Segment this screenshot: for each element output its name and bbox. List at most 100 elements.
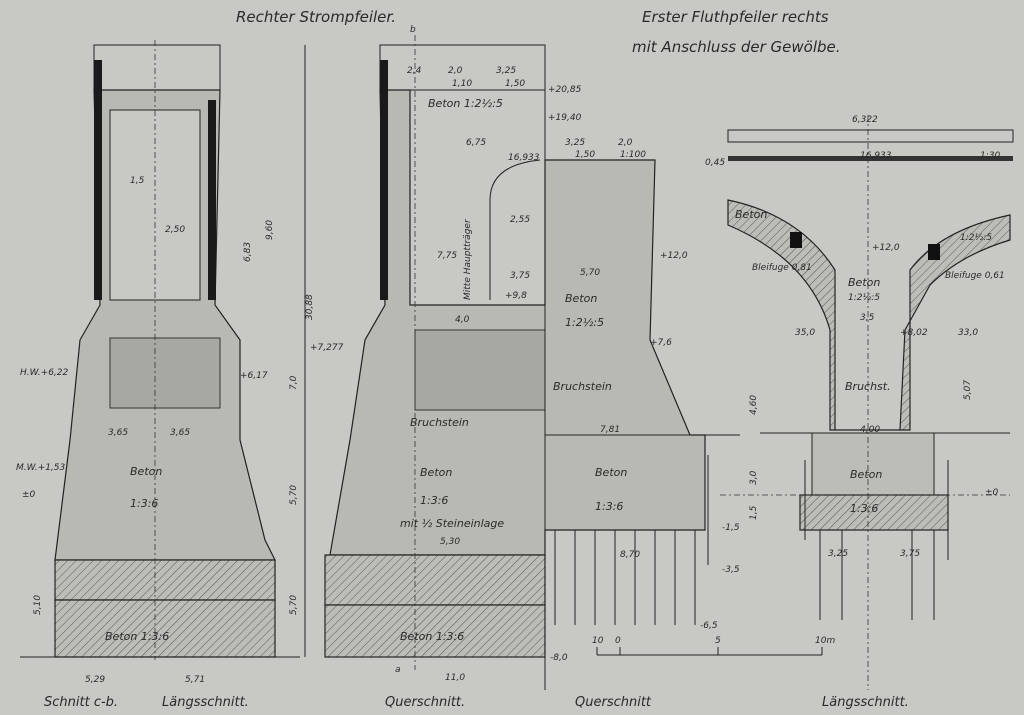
pier3-bleifuge-right: Bleifuge 0,61: [945, 271, 1005, 281]
pier1-dim-571: 5,71: [185, 675, 205, 685]
pier1-dim-570b: 5,70: [289, 595, 299, 615]
pier2-dim-460: 4,60: [749, 395, 759, 415]
pier2-section-mark-b: b: [410, 25, 416, 35]
pier2-dim-24: 2,4: [407, 66, 422, 76]
pier1-level-7277: +7,277: [310, 343, 344, 353]
pier3-dim-35: 3,5: [860, 313, 875, 323]
pier1-label-beton-base: Beton 1:3:6: [105, 630, 169, 643]
pier3-level-120: +12,0: [872, 243, 900, 253]
caption-laengsschnitt-1: Längsschnitt.: [162, 695, 249, 710]
pier1-dim-529: 5,29: [85, 675, 105, 685]
pier2-dim-530: 5,30: [440, 537, 460, 547]
pier2-bruchstein-2: Bruchstein: [553, 380, 612, 393]
pier2-dim-870: 8,70: [620, 550, 640, 560]
pier3-dim-330: 33,0: [958, 328, 978, 338]
pier3-deck: [727, 129, 1014, 143]
pier1-dim-365b: 3,65: [170, 428, 190, 438]
pier1-dim-960: 9,60: [265, 220, 275, 240]
title-erster-fluthpfeiler: Erster Fluthpfeiler rechts: [642, 8, 829, 26]
pier2-mitte-haupttraeger: Mitte Hauptträger: [463, 218, 473, 300]
pier1-label-beton-mix: 1:3:6: [130, 497, 158, 510]
pier1-hw: H.W.+6,22: [20, 368, 69, 378]
title-anschluss-gewoelbe: mit Anschluss der Gewölbe.: [632, 38, 841, 56]
pier-1-laengsschnitt: [20, 40, 306, 660]
pier2-dim-325b: 3,25: [565, 138, 585, 148]
scale-5: 5: [715, 636, 721, 646]
pier3-beton-arch-right: 1:2½:5: [960, 233, 992, 243]
pier2-dim-375: 3,75: [510, 271, 530, 281]
pier3-dim-507: 5,07: [963, 380, 973, 400]
pier3-beton-arch: Beton: [735, 208, 767, 221]
scale-10m: 10m: [815, 636, 835, 646]
pier3-dim-16933: 16,933: [860, 151, 892, 161]
pier1-mw: M.W.+1,53: [16, 463, 66, 473]
pier2-dim-150: 1,50: [505, 79, 525, 89]
scale-0: 0: [615, 636, 621, 646]
pier2-dim-255: 2,55: [510, 215, 530, 225]
pier2-beton-mid-mix: 1:2½:5: [565, 316, 604, 329]
pier1-level-617: +6,17: [240, 371, 268, 381]
pier2-level-m80: -8,0: [550, 653, 568, 663]
pier2-level-m35: -3,5: [722, 565, 740, 575]
pier2-dim-325: 3,25: [496, 66, 516, 76]
pier3-bleifuge-right-joint: [928, 244, 940, 260]
pier3-dim-350: 35,0: [795, 328, 815, 338]
pier2-level-2085: +20,85: [548, 85, 582, 95]
pier1-dim-510: 5,10: [33, 595, 43, 615]
pier2-dim-775: 7,75: [437, 251, 457, 261]
pier2-truss: [324, 554, 546, 606]
title-rechter-strompfeiler: Rechter Strompfeiler.: [236, 8, 396, 26]
pier2-dim-110w: 11,0: [445, 673, 465, 683]
pier3-bruchst: Bruchst.: [845, 380, 891, 393]
pier2-level-120: +12,0: [660, 251, 688, 261]
pier3-dim-045: 0,45: [705, 158, 725, 168]
pier3-level-802: +8,02: [900, 328, 928, 338]
pier2-dim-150b: 1,50: [575, 150, 595, 160]
scale-10: 10: [592, 636, 604, 646]
pier3-bleifuge-left-joint: [790, 232, 802, 248]
pier2-beton-top: Beton 1:2½:5: [428, 97, 503, 110]
pier2-bruchstein-1: Bruchstein: [410, 416, 469, 429]
pier-2-querschnitt: [324, 35, 740, 690]
caption-querschnitt-2: Querschnitt: [575, 695, 652, 710]
caption-querschnitt-1: Querschnitt.: [385, 695, 465, 710]
scale-bar: [596, 647, 823, 656]
pier1-dim-70: 7,0: [289, 375, 299, 390]
pier2-dim-781: 7,81: [600, 425, 620, 435]
pier2-beton-low-mix-2: 1:3:6: [595, 500, 623, 513]
pier3-dim-375: 3,75: [900, 549, 920, 559]
caption-schnitt-cb: Schnitt c-b.: [44, 695, 118, 710]
pier1-stonework: [109, 337, 221, 409]
pier1-dim-570a: 5,70: [289, 485, 299, 505]
pier2-ratio-100: 1:100: [620, 150, 646, 160]
pier2-dim-570: 5,70: [580, 268, 600, 278]
pier2-beton-base: Beton 1:3:6: [400, 630, 464, 643]
pier2-dim-110: 1,10: [452, 79, 472, 89]
pier2-beton-mid: Beton: [565, 292, 597, 305]
pier1-cap: [93, 44, 221, 91]
pier3-deck-slab: [728, 156, 1013, 161]
pier1-dim-683: 6,83: [243, 242, 253, 262]
pier3-beton-core: Beton: [848, 276, 880, 289]
pier1-dim-15: 1,5: [130, 176, 145, 186]
pier2-level-m65: -6,5: [700, 621, 718, 631]
pier2-dim-675: 6,75: [466, 138, 486, 148]
pier3-base-upper: [811, 432, 935, 496]
pier1-dim-3088: 30,88: [305, 294, 315, 320]
pier2-dim-15: 1,5: [749, 505, 759, 520]
pier3-base-lower: [799, 494, 949, 531]
pier2-arch: [489, 159, 541, 300]
pier2-beton-low-mix-1: 1:3:6: [420, 494, 448, 507]
pier2-dim-20b: 2,0: [618, 138, 633, 148]
pier2-dim-20: 2,0: [448, 66, 463, 76]
pier3-beton-base: Beton: [850, 468, 882, 481]
pier2-section-mark-a: a: [395, 665, 401, 675]
pier2-steineinlage: mit ½ Steineinlage: [400, 517, 504, 530]
pier1-zero: ±0: [22, 490, 36, 500]
pier1-truss: [54, 559, 276, 601]
pier3-bleifuge-left: Bleifuge 0,81: [752, 263, 812, 273]
pier1-dim-250: 2,50: [165, 225, 185, 235]
pier2-stonework: [414, 329, 546, 411]
pier3-dim-325: 3,25: [828, 549, 848, 559]
